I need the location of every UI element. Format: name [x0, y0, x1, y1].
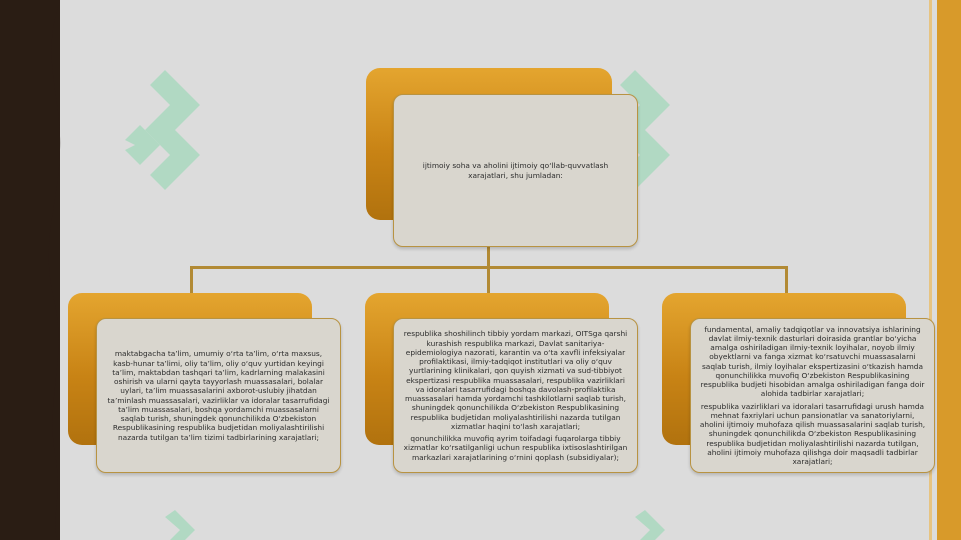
- watermark-logo-icon: [125, 70, 200, 190]
- child-node-2-text-2: qonunchilikka muvofiq ayrim toifadagi fu…: [403, 434, 628, 462]
- left-wave-edge: [40, 0, 61, 540]
- child-node-2-text-1: respublika shoshilinch tibbiy yordam mar…: [403, 329, 628, 431]
- child-node-1-text: maktabgacha ta’lim, umumiy o‘rta ta’lim,…: [107, 349, 330, 442]
- child-node-1: maktabgacha ta’lim, umumiy o‘rta ta’lim,…: [96, 318, 341, 473]
- root-node: ijtimoiy soha va aholini ijtimoiy qo‘lla…: [393, 94, 638, 247]
- child-node-3-text-2: respublika vazirliklari va idoralari tas…: [699, 401, 926, 467]
- connector-root-stem: [487, 247, 490, 267]
- connector-left-drop: [190, 266, 193, 294]
- child-node-3-text-1: fundamental, amaliy tadqiqotlar va innov…: [700, 324, 925, 399]
- connector-center-drop: [487, 266, 490, 294]
- right-accent-line: [929, 0, 932, 540]
- right-accent-band: [937, 0, 961, 540]
- watermark-logo-icon: [165, 510, 195, 540]
- child-node-3: fundamental, amaliy tadqiqotlar va innov…: [690, 318, 935, 473]
- root-node-text: ijtimoiy soha va aholini ijtimoiy qo‘lla…: [422, 161, 609, 180]
- watermark-logo-icon: [635, 510, 665, 540]
- child-node-2: respublika shoshilinch tibbiy yordam mar…: [393, 318, 638, 473]
- connector-right-drop: [785, 266, 788, 294]
